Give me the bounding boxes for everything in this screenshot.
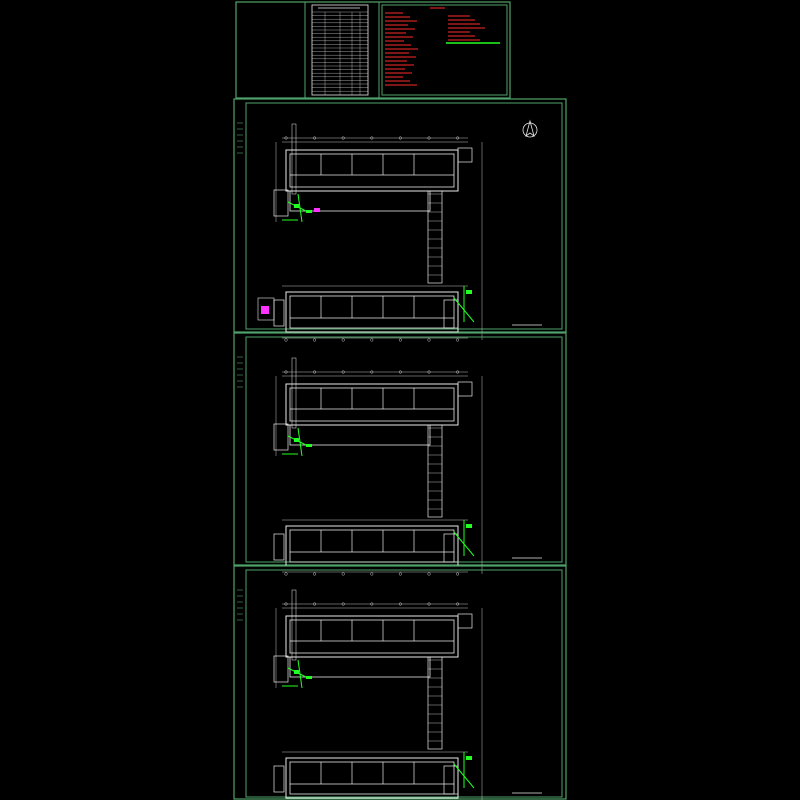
axis-bubble [370,136,374,140]
pipe-valve [466,524,472,528]
riser-column [291,589,297,661]
plan-sheets [233,98,567,800]
axis-bubble [313,136,317,140]
axis-bubble [427,572,431,576]
north-arrow-pointer [525,119,535,138]
axis-bubble [456,136,460,140]
stair-tower [273,533,285,561]
axis-bubble [398,338,402,342]
connector-passage [427,656,443,750]
pipe-valve [466,756,472,760]
title-block-outer-frame [235,1,511,99]
stair-tower [273,189,289,217]
axis-bubble [456,572,460,576]
design-notes-frame [381,4,508,96]
service-room [457,147,473,163]
plan-sheet-3 [233,565,567,800]
axis-bubble [398,136,402,140]
pipe-valve [306,444,312,447]
sheet-inner-frame [245,102,563,330]
pipe-valve [306,210,312,213]
axis-bubble [284,572,288,576]
axis-bubble [341,602,345,606]
schedule-table [311,4,369,96]
axis-bubble [456,602,460,606]
design-notes-text [385,7,500,86]
sheet-inner-frame [245,569,563,798]
stair-tower [443,299,459,329]
axis-bubble [398,370,402,374]
axis-bubble [456,338,460,342]
axis-bubble [341,136,345,140]
pipe-valve [294,204,299,208]
water-pipe [297,659,303,689]
axis-bubble [398,602,402,606]
pipe-marker-magenta [314,208,320,212]
axis-bubble [370,602,374,606]
axis-bubble [313,602,317,606]
axis-bubble [284,338,288,342]
service-room [457,613,473,629]
axis-bubble [341,338,345,342]
pipe-valve [306,676,312,679]
axis-bubble [313,572,317,576]
water-pipe [297,427,303,457]
plan-sheet-2 [233,332,567,576]
connector-passage [427,424,443,518]
axis-bubble [341,370,345,374]
courtyard-corridor [289,656,431,678]
pipe-valve [294,670,299,674]
upper-wing-inner [289,619,455,654]
plan-sheet-1 [233,98,567,342]
key-plan-highlight [261,306,269,314]
courtyard-corridor [289,190,431,212]
water-pipe [297,193,303,223]
axis-bubble [313,370,317,374]
lower-wing-inner [289,529,455,563]
north-arrow-icon [522,119,538,138]
stair-tower [273,423,289,451]
axis-bubble [427,338,431,342]
axis-bubble [370,370,374,374]
title-block [235,1,511,99]
axis-bubble [370,572,374,576]
sheet-outer-frame [233,565,567,800]
pipe-valve [294,438,299,442]
axis-bubble [370,338,374,342]
north-arrow-circle [522,122,538,138]
lower-wing-inner [289,295,455,329]
stair-tower [273,765,285,793]
key-plan-outline [257,297,275,321]
stair-tower [273,655,289,683]
pipe-valve [466,290,472,294]
key-plan-icon [257,297,275,321]
sheet-outer-frame [233,332,567,566]
axis-bubble [341,572,345,576]
upper-wing-inner [289,153,455,188]
axis-bubble [284,602,288,606]
axis-bubble [427,136,431,140]
connector-passage [427,190,443,284]
lower-wing-inner [289,761,455,795]
service-room [457,381,473,397]
axis-bubble [427,602,431,606]
axis-bubble [313,338,317,342]
courtyard-corridor [289,424,431,446]
axis-bubble [427,370,431,374]
stair-tower [443,765,459,795]
riser-column [291,123,297,195]
riser-column [291,357,297,429]
upper-wing-inner [289,387,455,422]
axis-bubble [398,572,402,576]
axis-bubble [284,136,288,140]
axis-bubble [284,370,288,374]
stair-tower [443,533,459,563]
axis-bubble [456,370,460,374]
